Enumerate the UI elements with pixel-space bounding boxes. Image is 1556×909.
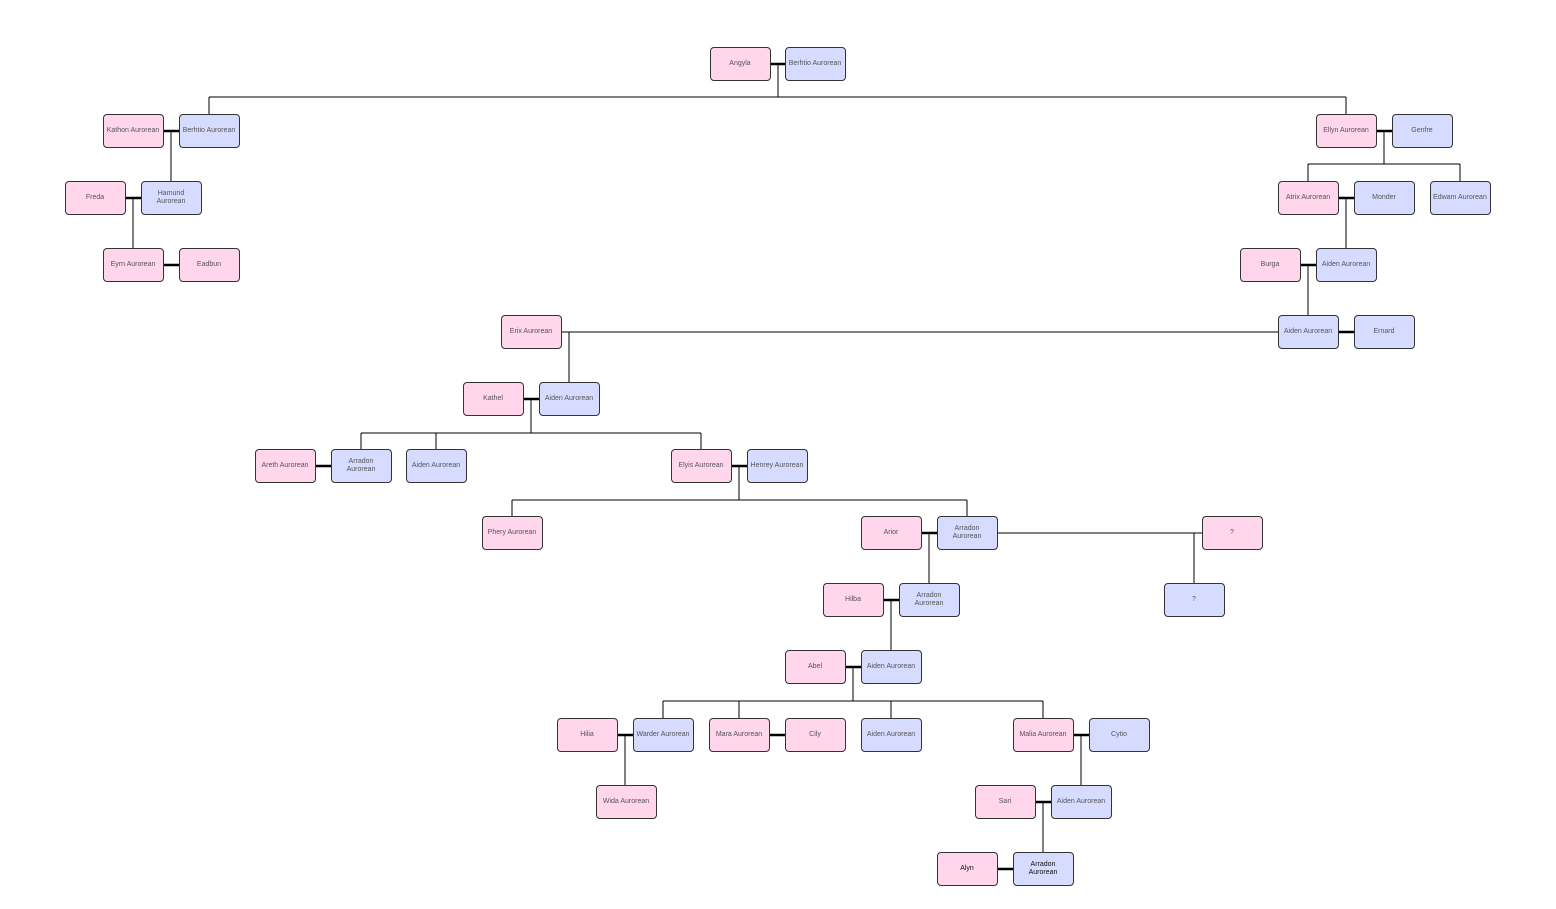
person-node[interactable]: Burga xyxy=(1239,248,1301,282)
person-node[interactable]: Warder Aurorean xyxy=(632,718,694,752)
person-node[interactable]: Aiden Aurorean xyxy=(860,650,922,684)
person-node[interactable]: Berhtio Aurorean xyxy=(178,114,240,148)
person-node[interactable]: Atrix Aurorean xyxy=(1277,181,1339,215)
person-node[interactable]: Ernard xyxy=(1353,315,1415,349)
person-node[interactable]: Arradon Aurorean xyxy=(330,449,392,483)
person-node[interactable]: Aiden Aurorean xyxy=(1277,315,1339,349)
person-node[interactable]: Malia Aurorean xyxy=(1012,718,1074,752)
person-node[interactable]: Hilba xyxy=(822,583,884,617)
person-node[interactable]: Henrey Aurorean xyxy=(746,449,808,483)
person-node[interactable]: Freda xyxy=(64,181,126,215)
person-node[interactable]: Aiden Aurorean xyxy=(405,449,467,483)
person-node[interactable]: Hamund Aurorean xyxy=(140,181,202,215)
person-node[interactable]: ? xyxy=(1163,583,1225,617)
person-node[interactable]: Aiden Aurorean xyxy=(1050,785,1112,819)
person-node[interactable]: Wida Aurorean xyxy=(595,785,657,819)
person-node[interactable]: Mara Aurorean xyxy=(708,718,770,752)
person-node[interactable]: Eadbun xyxy=(178,248,240,282)
person-node[interactable]: Arradon Aurorean xyxy=(936,516,998,550)
person-node[interactable]: Areth Aurorean xyxy=(254,449,316,483)
person-node[interactable]: Sari xyxy=(974,785,1036,819)
person-node[interactable]: Angyla xyxy=(709,47,771,81)
person-node[interactable]: Kathon Aurorean xyxy=(102,114,164,148)
person-node[interactable]: Hilia xyxy=(556,718,618,752)
person-node[interactable]: Aiden Aurorean xyxy=(860,718,922,752)
person-node[interactable]: Arior xyxy=(860,516,922,550)
person-node[interactable]: Aiden Aurorean xyxy=(538,382,600,416)
person-node[interactable]: Alyn xyxy=(936,852,998,886)
person-node[interactable]: Edwam Aurorean xyxy=(1429,181,1491,215)
person-node[interactable]: Eyrn Aurorean xyxy=(102,248,164,282)
person-node[interactable]: Berhtio Aurorean xyxy=(784,47,846,81)
person-node[interactable]: Genfre xyxy=(1391,114,1453,148)
person-node[interactable]: Monder xyxy=(1353,181,1415,215)
descent-lines xyxy=(132,64,1461,852)
person-node[interactable]: Phery Aurorean xyxy=(481,516,543,550)
person-node[interactable]: Abel xyxy=(784,650,846,684)
person-node[interactable]: Aiden Aurorean xyxy=(1315,248,1377,282)
person-node[interactable]: ? xyxy=(1201,516,1263,550)
person-node[interactable]: Cily xyxy=(784,718,846,752)
person-node[interactable]: Erix Aurorean xyxy=(500,315,562,349)
spouse-lines xyxy=(125,62,1392,871)
person-node[interactable]: Arradon Aurorean xyxy=(898,583,960,617)
person-node[interactable]: Cytio xyxy=(1088,718,1150,752)
person-node[interactable]: Elyis Aurorean xyxy=(670,449,732,483)
person-node[interactable]: Kathel xyxy=(462,382,524,416)
person-node[interactable]: Arradon Aurorean xyxy=(1012,852,1074,886)
person-node[interactable]: Ellyn Aurorean xyxy=(1315,114,1377,148)
